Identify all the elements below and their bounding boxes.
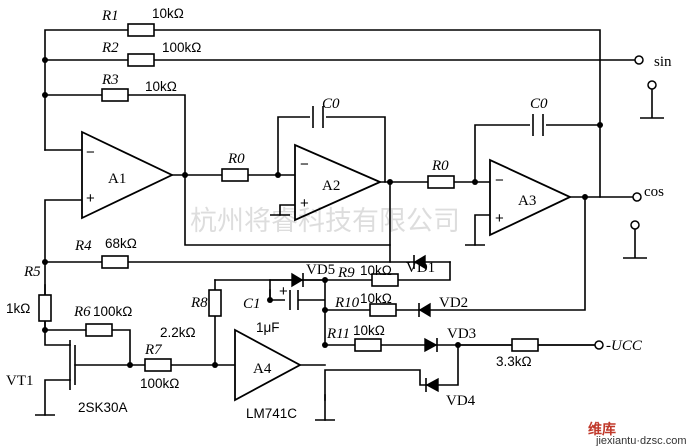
value-r11: 10kΩ: [353, 323, 385, 338]
a2-minus: −: [300, 156, 309, 173]
opamp-a1: [81, 130, 175, 220]
logo-brand: 维库: [588, 421, 616, 438]
junction-dots: [42, 57, 603, 368]
label-vd1: VD1: [406, 260, 435, 276]
diode-vd1: [413, 254, 426, 270]
value-r4: 68kΩ: [105, 236, 137, 251]
label-r0b: R0: [431, 158, 449, 174]
label-r5: R5: [23, 264, 41, 280]
label-r6: R6: [73, 304, 91, 320]
label-vd5: VD5: [306, 262, 335, 278]
value-r5: 1kΩ: [6, 301, 30, 316]
resistor-r8: [208, 289, 222, 317]
label-sin: sin: [654, 54, 672, 70]
value-r10: 10kΩ: [360, 291, 392, 306]
resistor-r0a: [221, 168, 249, 182]
label-vd2: VD2: [439, 295, 468, 311]
a2-plus: +: [300, 195, 309, 212]
resistor-r2: [127, 53, 155, 67]
label-r3: R3: [101, 72, 119, 88]
value-r8: 2.2kΩ: [160, 325, 196, 340]
label-a2: A2: [322, 178, 340, 194]
sin-terminal: [634, 55, 644, 65]
label-cos: cos: [644, 184, 664, 200]
resistor-r3: [101, 88, 129, 102]
label-a4: A4: [253, 361, 272, 377]
resistor-rucc: [511, 338, 539, 352]
terminals: [35, 55, 664, 421]
a3-minus: −: [495, 172, 504, 189]
label-vt1: VT1: [6, 373, 34, 389]
a3-plus: +: [495, 210, 504, 227]
logo-site: jiexiantu·dzsc.com: [595, 435, 686, 446]
opamp-a2: [294, 143, 383, 222]
label-r9: R9: [337, 265, 355, 281]
diode-vd5: [291, 272, 304, 288]
label-a3: A3: [518, 193, 536, 209]
label-a1: A1: [108, 171, 126, 187]
label-r2: R2: [101, 40, 119, 56]
label-vd4: VD4: [446, 393, 476, 409]
watermark-text: 杭州将睿科技有限公司: [190, 206, 460, 237]
resistor-r6: [85, 323, 113, 337]
label-c1: C1: [243, 296, 261, 312]
label-r1: R1: [101, 8, 119, 24]
opamps: [81, 130, 573, 402]
resistor-r7: [144, 358, 172, 372]
resistor-r5: [38, 294, 52, 322]
resistor-r10: [369, 303, 397, 317]
a1-plus: +: [86, 190, 95, 207]
value-rucc: 3.3kΩ: [496, 354, 532, 369]
wires: [44, 29, 636, 421]
value-r7: 100kΩ: [140, 376, 179, 391]
opamp-a4: [234, 328, 302, 402]
label-ucc: -UCC: [606, 338, 643, 354]
label-r7: R7: [144, 342, 163, 358]
label-r11: R11: [326, 326, 350, 342]
label-vt1-part: 2SK30A: [78, 400, 128, 415]
resistor-r4: [101, 255, 129, 269]
label-c0a: C0: [322, 96, 340, 112]
value-r2: 100kΩ: [162, 40, 201, 55]
resistor-r0b: [427, 175, 455, 189]
label-r4: R4: [74, 238, 92, 254]
label-vd3: VD3: [447, 326, 476, 342]
a1-minus: −: [86, 144, 95, 161]
resistor-r1: [127, 23, 155, 37]
transistor-vt1: [69, 340, 76, 390]
capacitors: [285, 106, 546, 310]
diodes: [291, 254, 439, 393]
labels: R1 10kΩ R2 100kΩ R3 10kΩ R0 C0 R0 C0 R4 …: [6, 6, 672, 421]
opamp-a3: [489, 158, 573, 237]
cos-terminal: [632, 192, 642, 202]
value-r1: 10kΩ: [152, 6, 184, 21]
label-c0b: C0: [530, 96, 548, 112]
value-r6: 100kΩ: [93, 304, 132, 319]
resistors: [38, 23, 539, 372]
ucc-terminal: [594, 340, 604, 350]
diode-vd2: [418, 302, 431, 318]
diode-vd4: [425, 377, 439, 393]
diode-vd3: [424, 337, 438, 353]
c1-plus: +: [279, 283, 288, 300]
label-r0a: R0: [227, 151, 245, 167]
resistor-r11: [354, 338, 382, 352]
value-r3: 10kΩ: [145, 79, 177, 94]
label-r8: R8: [190, 295, 208, 311]
label-r10: R10: [334, 295, 360, 311]
value-c1: 1μF: [256, 320, 280, 335]
resistor-r9: [371, 273, 399, 287]
value-r9: 10kΩ: [360, 263, 392, 278]
label-a4-part: LM741C: [246, 406, 297, 421]
